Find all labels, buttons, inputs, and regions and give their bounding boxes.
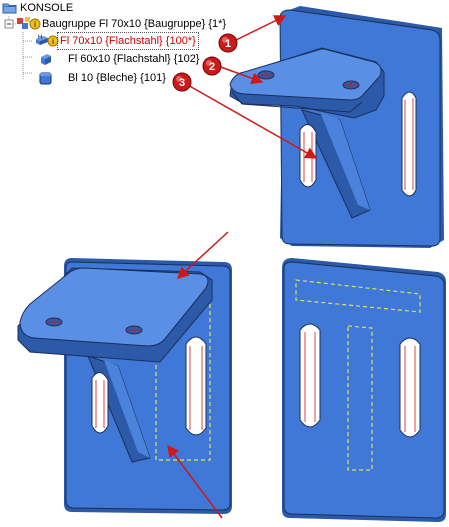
callout-2-number: 2 (209, 61, 215, 73)
arrow-weld-top (176, 231, 229, 280)
top-flat-plate (19, 267, 209, 347)
callout-arrows (185, 15, 318, 159)
tree-item-label: Fl 60x10 {Flachstahl} {102} (68, 53, 200, 65)
plate-view[interactable] (282, 258, 446, 522)
slot-right (399, 337, 421, 438)
weld-outline-top (295, 279, 421, 313)
back-plate-face (283, 261, 445, 519)
feature-tree: KONSOLE i Baugruppe Fl 70x10 {Baugruppe}… (0, 0, 260, 95)
info-icon: i (46, 33, 62, 49)
slot-right (185, 336, 207, 436)
tree-root-label: KONSOLE (20, 2, 74, 14)
tree-item-label: Fl 70x10 {Flachstahl} {100*} (57, 32, 199, 50)
callout-1: 1 (218, 33, 238, 53)
svg-text:H: H (38, 35, 42, 41)
folder-icon (2, 0, 18, 16)
console-weld-view[interactable] (17, 258, 232, 514)
tree-connectors (4, 16, 32, 80)
info-icon: i (28, 16, 44, 32)
callout-1-number: 1 (225, 38, 231, 50)
svg-text:i: i (34, 20, 36, 29)
slot-left (91, 372, 109, 434)
arrow-weld-bottom (167, 444, 223, 519)
sheet-metal-icon (38, 70, 54, 86)
callout-3-number: 3 (179, 77, 185, 89)
top-flat-plate (229, 48, 382, 101)
flat-steel-icon: H (34, 33, 50, 49)
console-assembly-view[interactable] (229, 6, 444, 248)
tree-item-label: Baugruppe Fl 70x10 {Baugruppe} {1*} (42, 18, 227, 30)
flat-steel-icon (38, 51, 54, 67)
slot-right (401, 91, 417, 197)
svg-text:i: i (52, 37, 54, 46)
callout-2: 2 (202, 56, 222, 76)
callout-3: 3 (172, 72, 192, 92)
tree-item-label: Bl 10 {Bleche} {101} (68, 72, 166, 84)
weld-outline-vertical (347, 325, 373, 471)
slot-left (299, 323, 321, 428)
slot-left (299, 124, 317, 188)
assembly-icon (16, 16, 32, 32)
